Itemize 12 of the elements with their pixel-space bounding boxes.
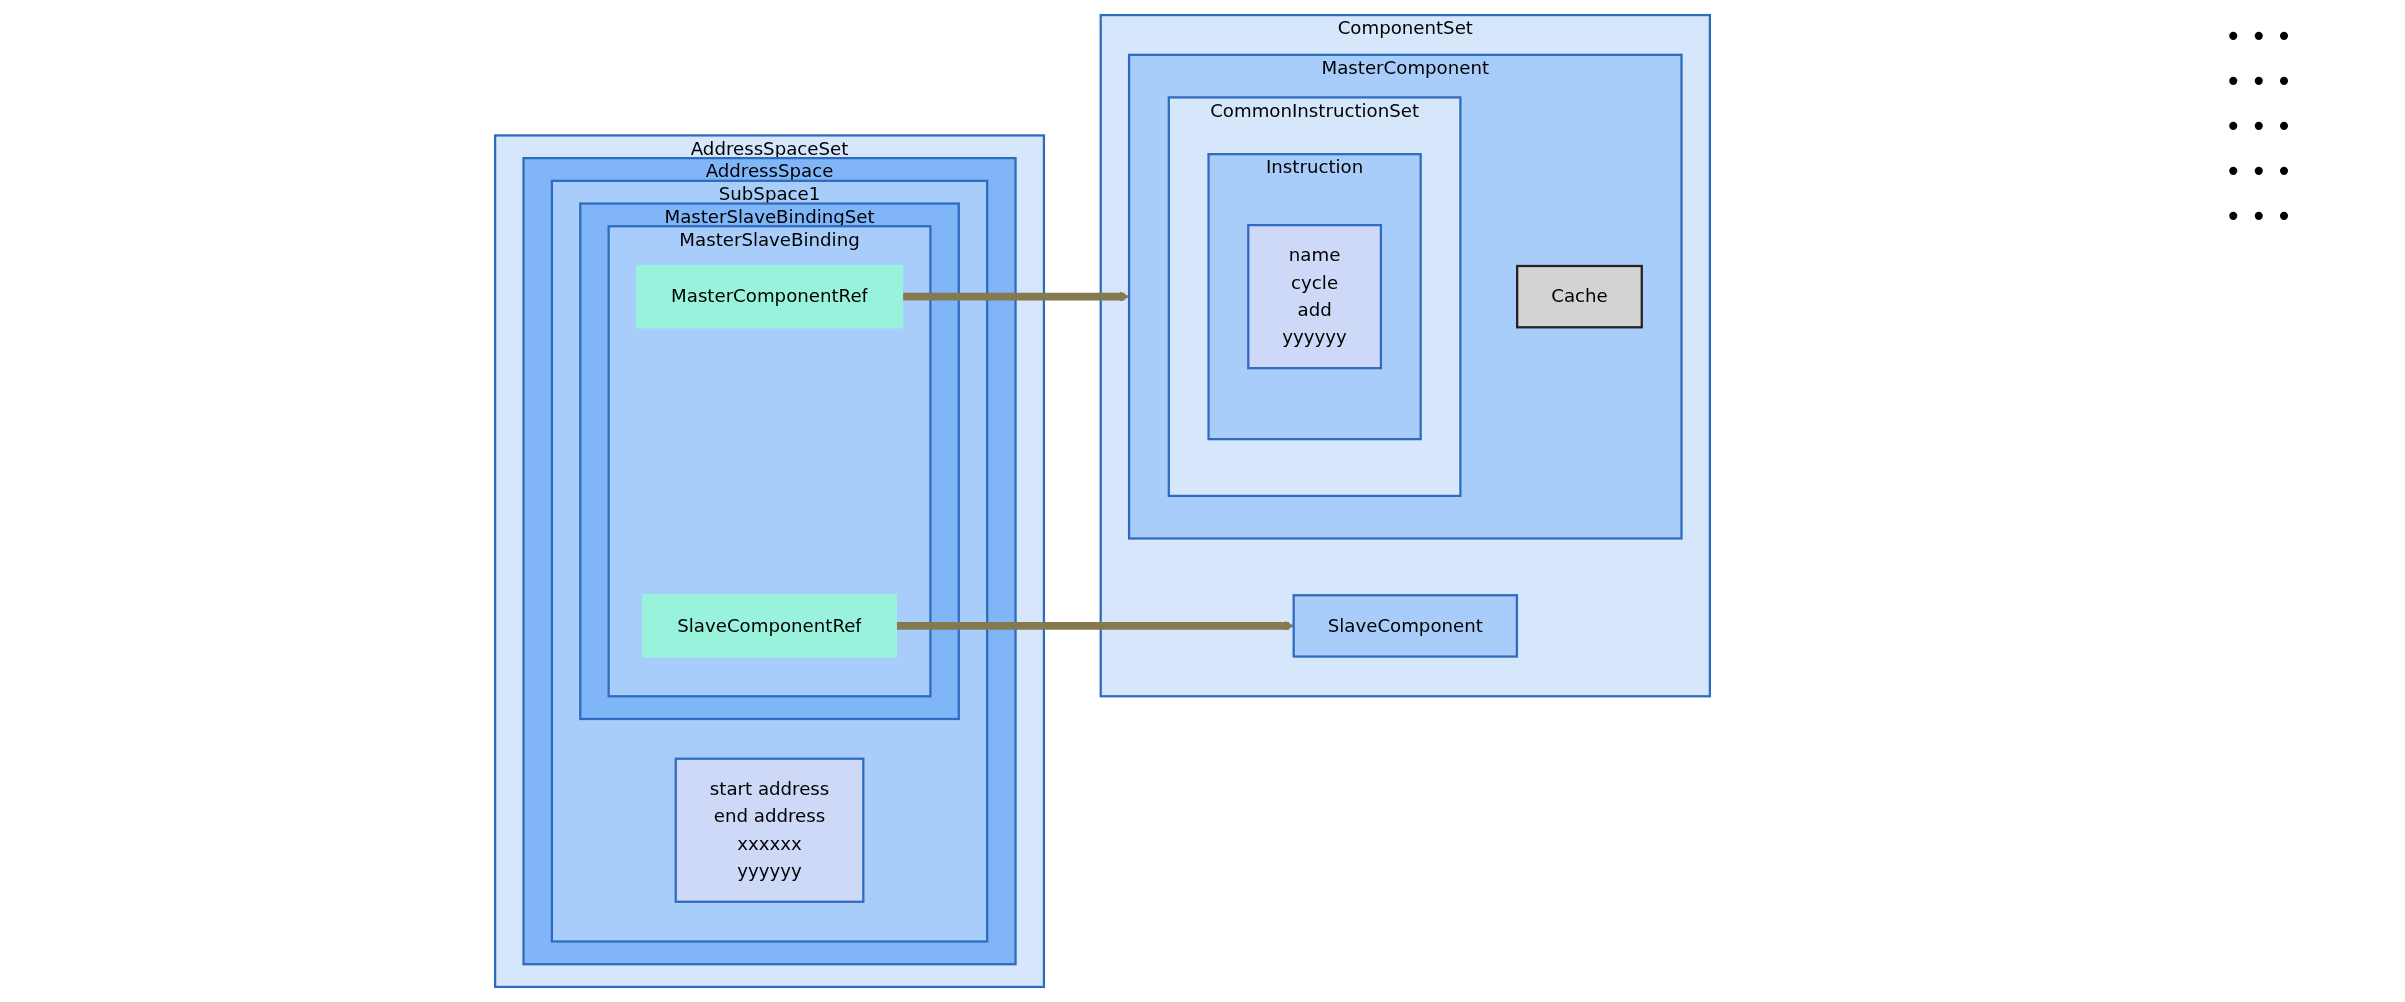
node-box: MasterComponentRef: [635, 264, 904, 329]
ellipsis-text: • • •: [2225, 200, 2294, 233]
ellipsis-text: • • •: [2225, 155, 2294, 188]
ellipsis-text: • • •: [2225, 20, 2294, 53]
node-box: start address end address xxxxxx yyyyyy: [674, 757, 865, 903]
arrow: [902, 291, 1130, 302]
node-box: SlaveComponentRef: [642, 594, 897, 658]
node-box: SlaveComponent: [1292, 594, 1519, 658]
ellipsis-text: • • •: [2225, 65, 2294, 98]
ellipsis-text: • • •: [2225, 110, 2294, 143]
node-box: name cycle add yyyyyy: [1247, 224, 1383, 370]
node-box: Cache: [1516, 264, 1643, 329]
